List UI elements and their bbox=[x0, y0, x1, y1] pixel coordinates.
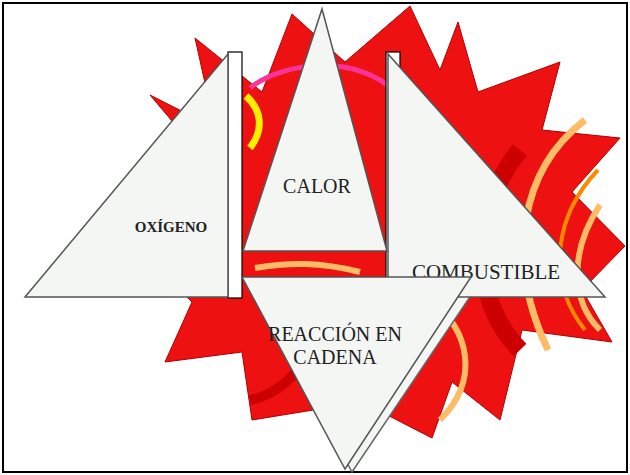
triangle-shape bbox=[243, 9, 387, 251]
heat-triangle: CALOR bbox=[243, 8, 388, 252]
separator-bar bbox=[228, 52, 242, 298]
flame-swirl bbox=[255, 264, 360, 272]
node-label: OXÍGENO bbox=[135, 219, 208, 236]
triangle-shape bbox=[388, 54, 605, 297]
triangle-shape bbox=[25, 54, 228, 297]
flame-swirl bbox=[246, 96, 259, 148]
chain-reaction-triangle: REACCIÓN EN CADENA bbox=[242, 276, 472, 471]
frame bbox=[3, 3, 627, 472]
oxygen-triangle: OXÍGENO bbox=[25, 53, 229, 298]
triangle-outline bbox=[243, 8, 388, 252]
flame-swirl bbox=[578, 205, 601, 330]
node-label: REACCIÓN EN CADENA bbox=[255, 323, 415, 369]
fuel-triangle: COMBUSTIBLE bbox=[388, 53, 606, 298]
triangle-outline bbox=[25, 53, 229, 298]
node-label: CALOR bbox=[283, 175, 351, 198]
triangle-shape bbox=[242, 277, 471, 469]
triangle-outline bbox=[242, 276, 472, 471]
